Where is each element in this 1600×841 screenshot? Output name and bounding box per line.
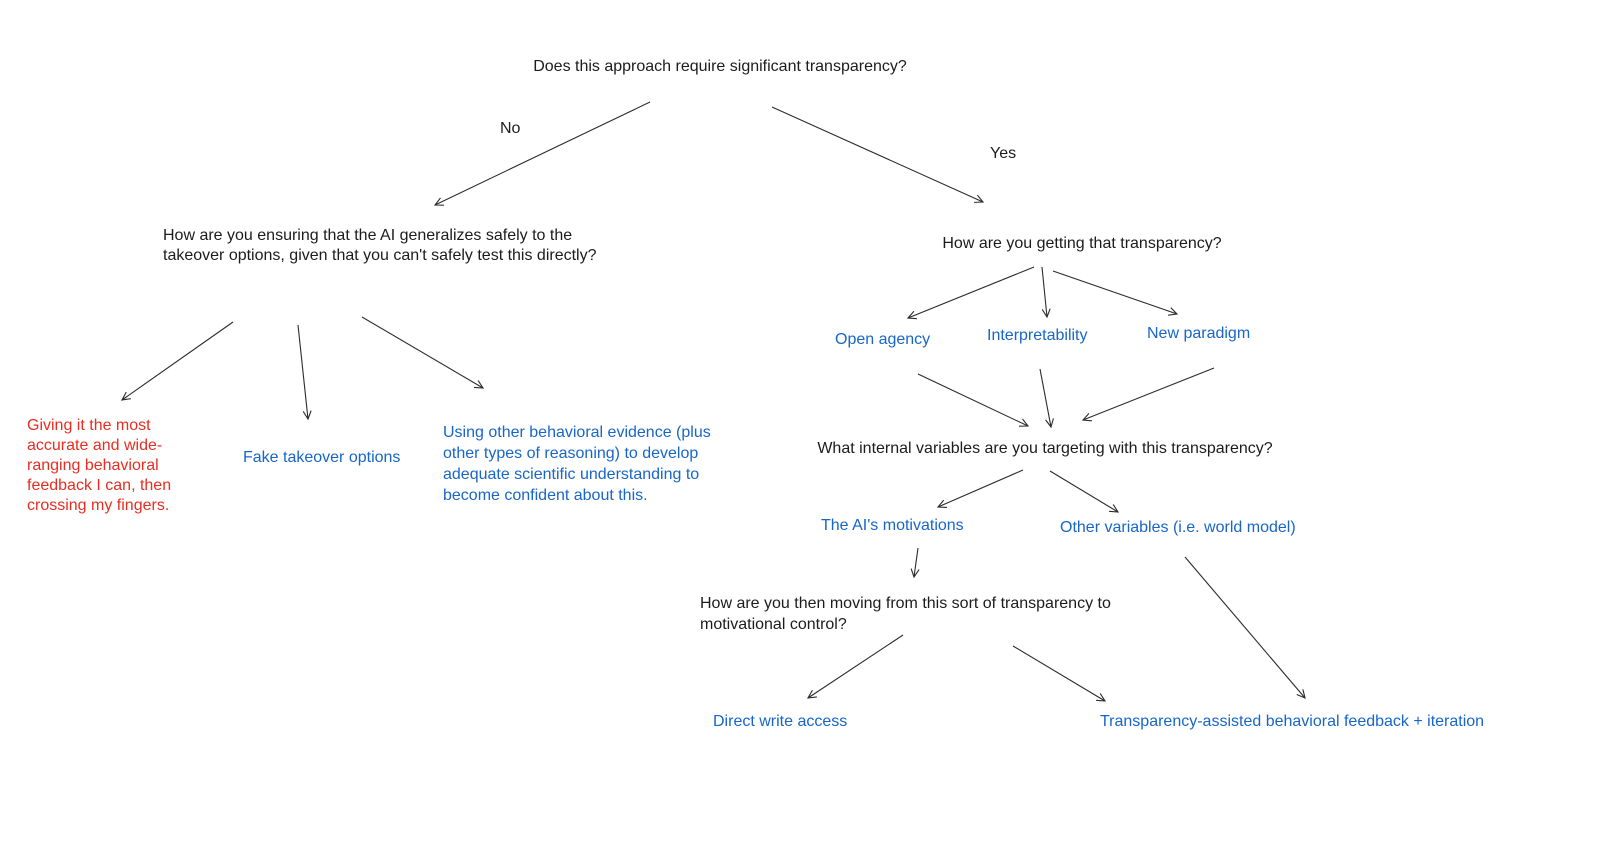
- arrow-open-agency-to-variables-q: [917, 373, 1030, 427]
- no-branch-question: How are you ensuring that the AI general…: [163, 227, 597, 264]
- arrow-variables-q-to-motivations: [936, 469, 1024, 509]
- arrow-yesq-to-interpretability: [1041, 266, 1051, 319]
- arrow-noq-to-red-leaf: [120, 321, 234, 401]
- outcome-transparency-assisted-feedback: Transparency-assisted behavioral feedbac…: [1100, 713, 1485, 730]
- arrow-root-to-yes-question: [771, 106, 985, 203]
- method-open-agency: Open agency: [835, 331, 931, 348]
- arrow-root-to-no-question: [433, 101, 651, 206]
- arrow-motivations-to-control-q: [910, 547, 920, 579]
- yes-branch-question-control: How are you then moving from this sort o…: [700, 595, 1111, 633]
- arrow-new-paradigm-to-variables-q: [1081, 367, 1215, 422]
- arrow-variables-q-to-other-variables: [1049, 470, 1120, 513]
- arrow-yesq-to-new-paradigm: [1052, 270, 1179, 316]
- arrow-other-variables-to-transparency-assisted: [1184, 556, 1306, 699]
- yes-branch-question-variables: What internal variables are you targetin…: [817, 440, 1273, 457]
- leaf-behavioral-feedback: Giving it the most accurate and wide-ran…: [27, 417, 172, 514]
- leaf-fake-takeover-options: Fake takeover options: [243, 449, 401, 466]
- outcome-direct-write-access: Direct write access: [713, 713, 848, 730]
- root-question: Does this approach require significant t…: [533, 58, 907, 75]
- arrow-interpretability-to-variables-q: [1039, 368, 1054, 429]
- arrow-noq-to-fake-leaf: [297, 324, 312, 421]
- yes-branch-question-transparency: How are you getting that transparency?: [942, 235, 1222, 252]
- edge-label-yes: Yes: [990, 145, 1017, 162]
- method-interpretability: Interpretability: [987, 327, 1088, 344]
- variable-other-variables: Other variables (i.e. world model): [1060, 519, 1296, 536]
- leaf-other-behavioral-evidence: Using other behavioral evidence (plus ot…: [443, 424, 711, 504]
- arrow-control-q-to-direct-write: [806, 634, 904, 699]
- arrow-yesq-to-open-agency: [906, 266, 1035, 320]
- arrow-noq-to-evidence-leaf: [361, 316, 485, 389]
- variable-ai-motivations: The AI's motivations: [821, 517, 964, 534]
- method-new-paradigm: New paradigm: [1147, 325, 1251, 342]
- arrow-control-q-to-transparency-assisted: [1012, 645, 1107, 702]
- edge-label-no: No: [500, 120, 521, 137]
